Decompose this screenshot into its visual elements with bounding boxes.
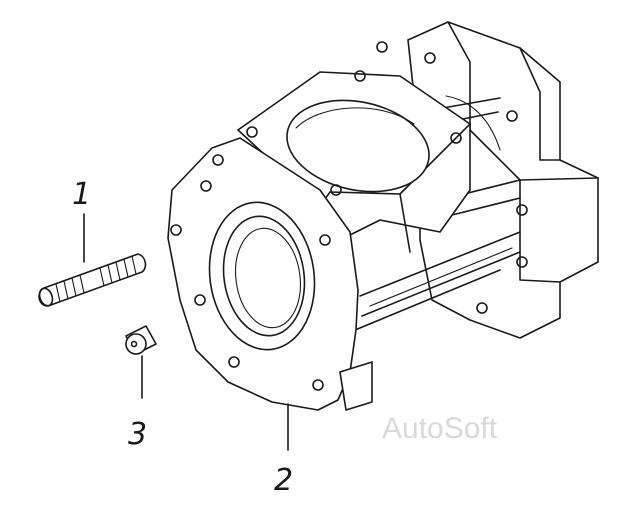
- callout-2-label: 2: [274, 463, 293, 498]
- housing-part: [167, 21, 599, 411]
- bushing-part: [125, 325, 157, 355]
- stud-part: [38, 253, 147, 307]
- callout-3-label: 3: [128, 417, 147, 452]
- callout-1-label: 1: [72, 177, 91, 212]
- watermark: AutoSoft: [382, 412, 498, 445]
